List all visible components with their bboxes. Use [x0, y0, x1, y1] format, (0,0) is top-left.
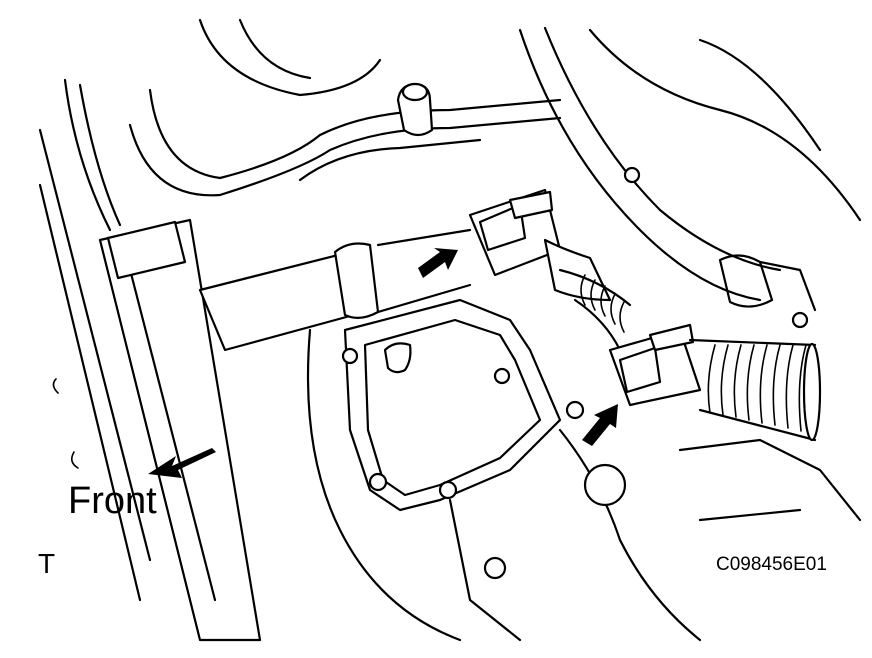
body-panel-lines	[38, 78, 152, 602]
right-upper-hose	[518, 26, 862, 302]
bracket-plate	[341, 298, 585, 512]
upper-pipe	[128, 18, 562, 197]
corrugated-tube-lower	[688, 338, 822, 442]
corrugated-tube-upper	[558, 268, 632, 352]
connector-upper	[468, 188, 612, 302]
view-code-label: T	[38, 548, 56, 579]
figure-code-label: C098456E01	[716, 554, 827, 575]
front-direction-arrow-icon	[148, 448, 216, 478]
arrow-icon-upper-connector	[418, 248, 458, 278]
front-direction-label: Front	[68, 480, 157, 522]
arrow-icon-lower-connector	[582, 404, 618, 446]
top-cap	[396, 82, 434, 137]
connector-lower	[608, 323, 702, 407]
frame-rail	[98, 218, 262, 642]
main-hose	[198, 228, 472, 352]
lower-engine-block	[306, 166, 862, 642]
